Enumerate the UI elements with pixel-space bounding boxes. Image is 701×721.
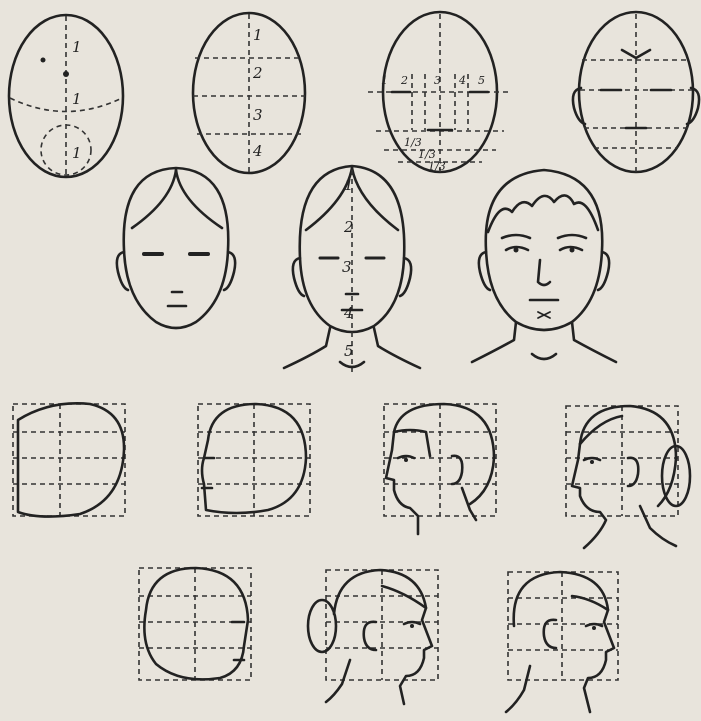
label-section-1: 1	[253, 26, 263, 44]
front-head-finished	[472, 170, 616, 362]
label-head-4: 4	[343, 304, 354, 322]
label-section-3: 3	[253, 106, 263, 124]
label-head-2: 2	[343, 218, 354, 236]
label-1-top: 1	[72, 38, 82, 56]
label-third-3: 1/3	[428, 160, 446, 173]
profile-grid-female	[566, 406, 690, 548]
front-head-outline	[117, 168, 235, 328]
label-1-bottom: 1	[72, 144, 82, 162]
oval-with-ears	[573, 12, 699, 172]
label-eye-3: 3	[434, 74, 441, 87]
profile-grid-skull	[198, 404, 310, 516]
label-eye-5: 5	[478, 74, 485, 87]
oval-five-eye-widths: 1 2 3 4 5 1/3 1/3 1/3	[368, 12, 512, 173]
profile-grid-male	[384, 404, 496, 534]
label-1-middle: 1	[72, 90, 82, 108]
label-head-5: 5	[344, 342, 354, 360]
label-eye-4: 4	[458, 74, 466, 87]
profile-grid-oval	[13, 403, 125, 516]
label-head-1: 1	[344, 176, 354, 194]
profile-grid-female-left	[308, 570, 438, 704]
oval-circle-method: 1 1 1	[9, 15, 123, 178]
oval-four-divisions: 1 2 3 4	[193, 13, 305, 173]
label-head-3: 3	[342, 258, 352, 276]
profile-grid-oval-left	[139, 568, 251, 680]
label-eye-2: 2	[400, 74, 408, 87]
profile-grid-male-left	[506, 572, 618, 712]
label-eye-1: 1	[381, 74, 388, 87]
label-section-2: 2	[252, 64, 263, 82]
label-section-4: 4	[252, 142, 263, 160]
front-head-with-neck: 1 2 3 4 5	[284, 166, 420, 372]
